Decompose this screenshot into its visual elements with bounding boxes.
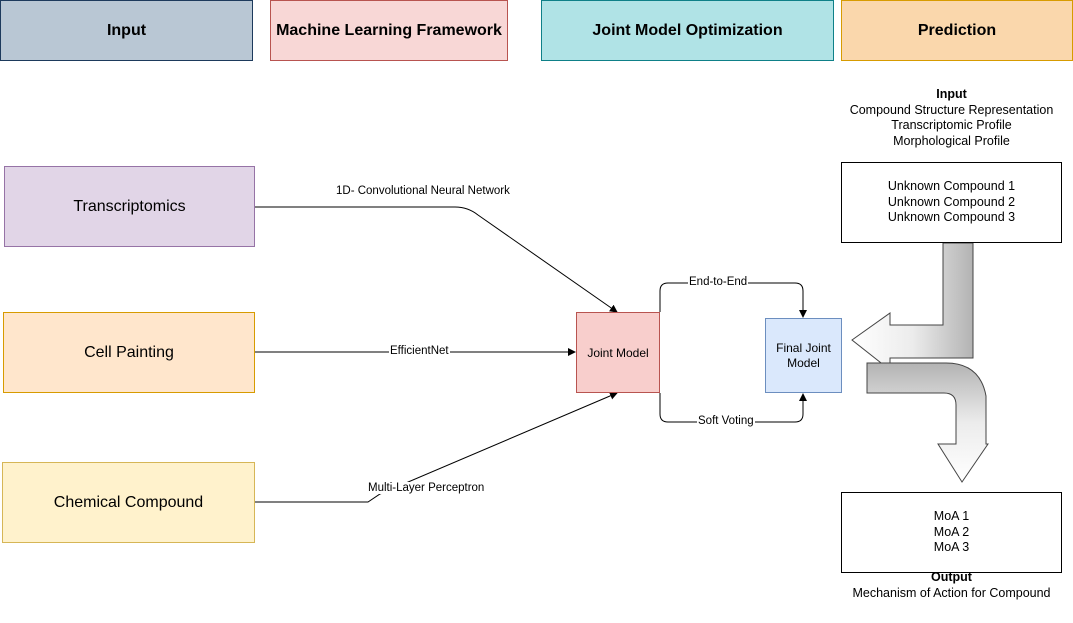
- source-cell-painting-label: Cell Painting: [84, 343, 174, 361]
- header-input: Input: [0, 0, 253, 61]
- unknown-compounds-box: Unknown Compound 1 Unknown Compound 2 Un…: [841, 162, 1062, 243]
- edge-label-efficientnet: EfficientNet: [389, 345, 450, 357]
- source-transcriptomics: Transcriptomics: [4, 166, 255, 247]
- moa-item: MoA 3: [933, 540, 970, 555]
- prediction-input-line: Compound Structure Representation: [849, 102, 1054, 117]
- prediction-input-title: Input: [936, 87, 967, 101]
- edge-label-cnn: 1D- Convolutional Neural Network: [335, 185, 511, 197]
- prediction-input-line: Transcriptomic Profile: [891, 118, 1012, 132]
- unknown-compound-item: Unknown Compound 2: [887, 194, 1016, 209]
- header-joint-optimization-label: Joint Model Optimization: [592, 21, 783, 39]
- moa-item: MoA 2: [933, 524, 970, 539]
- edge-end-to-end-line: [659, 282, 807, 318]
- header-ml-framework-label: Machine Learning Framework: [276, 21, 502, 39]
- header-joint-optimization: Joint Model Optimization: [541, 0, 834, 61]
- source-chemical-compound-label: Chemical Compound: [53, 493, 204, 511]
- prediction-input-line: Morphological Profile: [893, 133, 1010, 148]
- header-input-label: Input: [106, 21, 147, 39]
- joint-model-label: Joint Model: [587, 345, 649, 360]
- prediction-output-caption: Output Mechanism of Action for Compound: [841, 570, 1062, 601]
- final-joint-model-label-line2: Model: [787, 355, 820, 370]
- header-ml-framework: Machine Learning Framework: [270, 0, 508, 61]
- prediction-output-line: Mechanism of Action for Compound: [852, 585, 1051, 600]
- flow-arrow-in: [851, 242, 974, 372]
- final-joint-model-label-line1: Final Joint: [776, 340, 831, 355]
- edge-label-mlp: Multi-Layer Perceptron: [367, 482, 486, 494]
- unknown-compound-item: Unknown Compound 3: [887, 210, 1016, 225]
- moa-box: MoA 1 MoA 2 MoA 3: [841, 492, 1062, 573]
- moa-item: MoA 1: [933, 509, 970, 524]
- joint-model-node: Joint Model: [576, 312, 660, 393]
- unknown-compound-item: Unknown Compound 1: [887, 179, 1016, 194]
- source-cell-painting: Cell Painting: [3, 312, 255, 393]
- source-transcriptomics-label: Transcriptomics: [73, 197, 186, 215]
- edge-label-end-to-end: End-to-End: [688, 276, 749, 288]
- header-prediction-label: Prediction: [917, 21, 997, 39]
- header-prediction: Prediction: [841, 0, 1073, 61]
- edge-label-soft-voting: Soft Voting: [697, 415, 755, 427]
- prediction-output-title: Output: [931, 570, 972, 584]
- edge-cnn-line: [255, 206, 618, 313]
- flow-arrow-out: [866, 362, 989, 483]
- prediction-input-caption: Input Compound Structure Representation …: [841, 87, 1062, 149]
- final-joint-model-node: Final Joint Model: [765, 318, 842, 393]
- edge-mlp-line: [255, 392, 618, 503]
- source-chemical-compound: Chemical Compound: [2, 462, 255, 543]
